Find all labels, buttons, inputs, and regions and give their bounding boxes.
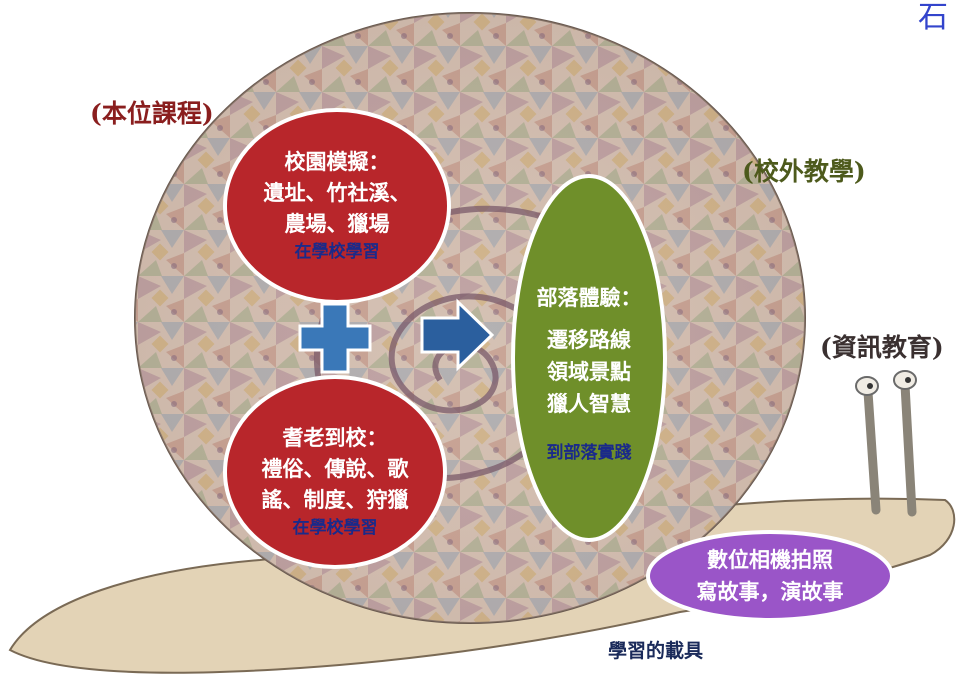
carrier-label: 學習的載具 xyxy=(608,640,704,662)
corner-text: 石 xyxy=(918,0,948,35)
elders-text: 耆老到校： 禮俗、傳說、歌 謠、制度、狩獵 在學校學習 xyxy=(235,422,435,541)
antenna-right xyxy=(900,380,917,517)
antenna-left xyxy=(863,387,881,515)
camera-text: 數位相機拍照 寫故事，演故事 xyxy=(660,544,880,608)
it-education-label: (資訊教育) xyxy=(820,333,944,362)
tribe-title: 部落體驗： xyxy=(536,285,642,310)
elders-oval xyxy=(223,375,447,569)
elders-sub: 在學校學習 xyxy=(292,518,378,538)
campus-sim-line2: 農場、獵場 xyxy=(284,211,390,236)
campus-sim-text: 校園模擬： 遺址、竹社溪、 農場、獵場 在學校學習 xyxy=(237,146,437,265)
campus-sim-line1: 遺址、竹社溪、 xyxy=(263,180,411,205)
tribe-line2: 領域景點 xyxy=(547,359,631,384)
elders-line1: 禮俗、傳說、歌 xyxy=(261,456,409,481)
camera-line2: 寫故事，演故事 xyxy=(696,579,844,604)
tribe-sub: 到部落實踐 xyxy=(546,443,632,463)
tribe-oval xyxy=(511,174,667,542)
campus-sim-oval xyxy=(223,108,451,304)
elders-title: 耆老到校： xyxy=(282,425,388,450)
offcampus-label: (校外教學) xyxy=(742,157,866,186)
arrow-right-icon xyxy=(420,298,495,372)
core-curriculum-label: (本位課程) xyxy=(90,99,214,128)
campus-sim-title: 校園模擬： xyxy=(284,149,390,174)
plus-icon xyxy=(298,302,372,374)
camera-oval xyxy=(646,530,894,622)
elders-line2: 謠、制度、狩獵 xyxy=(261,487,409,512)
camera-line1: 數位相機拍照 xyxy=(707,547,833,572)
tribe-text: 部落體驗： 遷移路線 領域景點 獵人智慧 到部落實踐 xyxy=(519,282,659,466)
tribe-line1: 遷移路線 xyxy=(547,327,631,352)
tribe-line3: 獵人智慧 xyxy=(547,391,631,416)
campus-sim-sub: 在學校學習 xyxy=(294,242,380,262)
